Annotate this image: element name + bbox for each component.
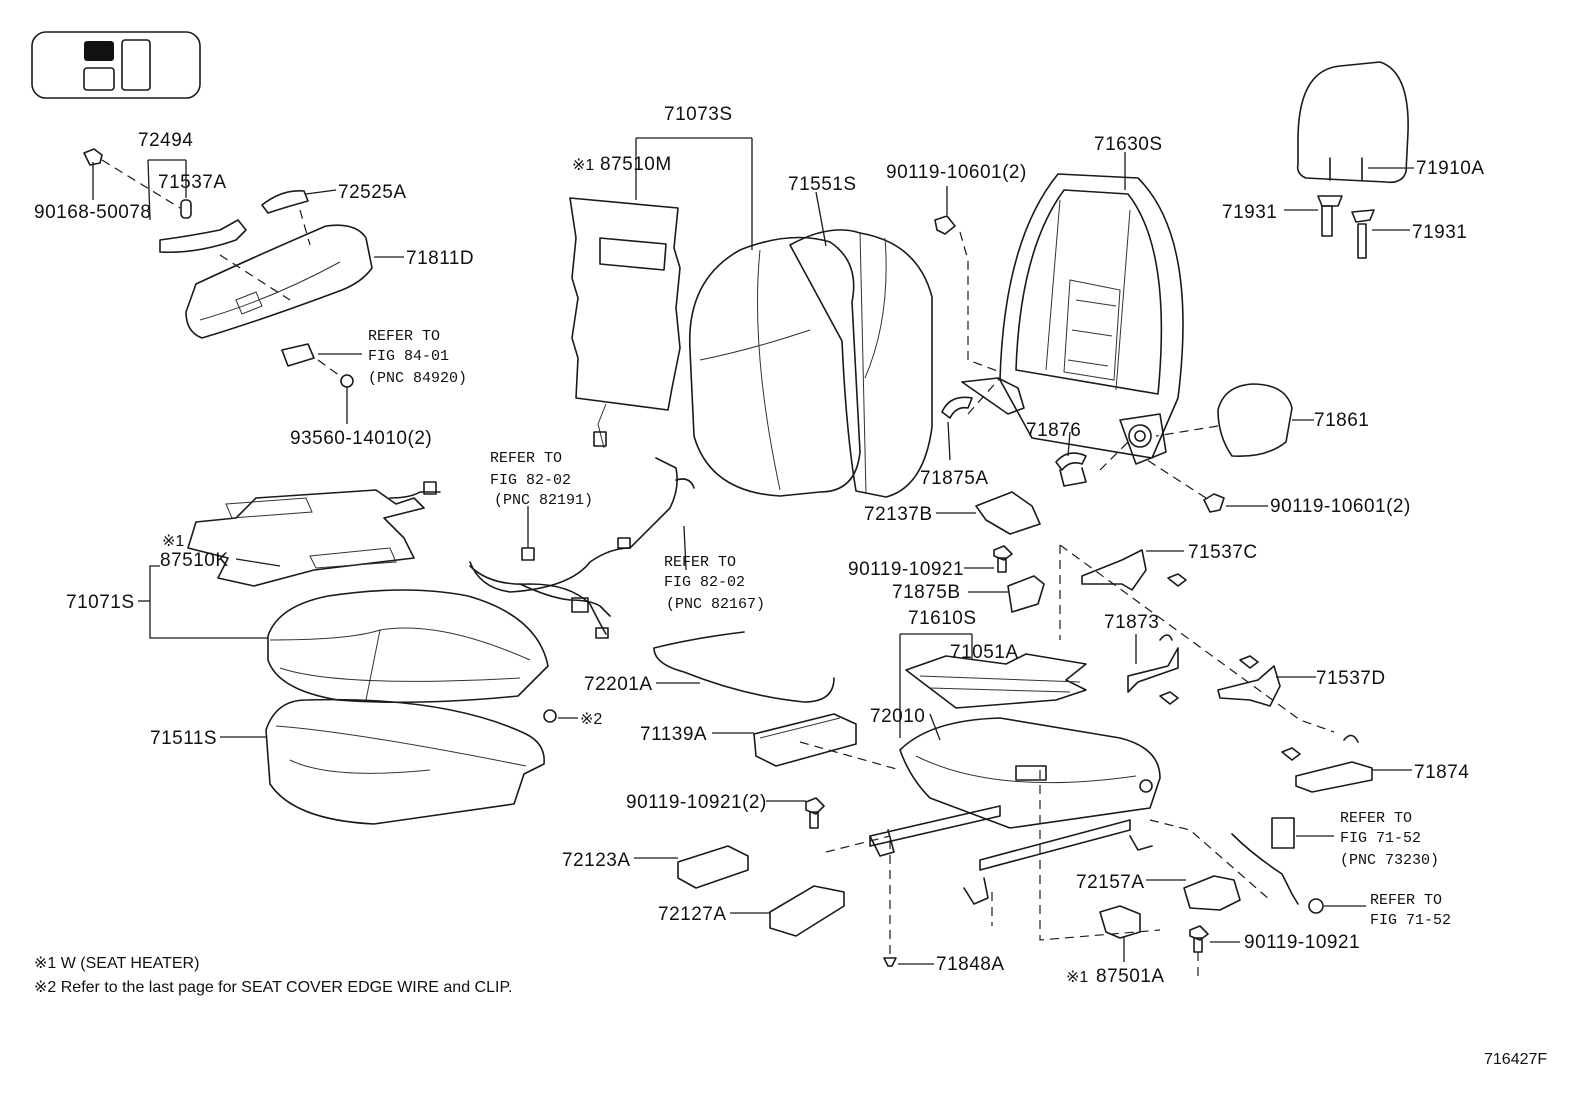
label-fig-71-52-a: FIG 71-52 bbox=[1340, 830, 1421, 847]
seat-frame-adjuster bbox=[825, 544, 1335, 956]
label-71537C: 71537C bbox=[1188, 542, 1258, 563]
label-refer-82-02-b: REFER TO bbox=[664, 554, 736, 571]
bracket-71537D bbox=[1217, 655, 1316, 707]
footnote-seat-heater: ※1 W (SEAT HEATER) bbox=[34, 955, 199, 972]
armrest-group bbox=[83, 148, 404, 424]
label-90119-10601-top: 90119-10601(2) bbox=[886, 162, 1027, 183]
label-72157A: 72157A bbox=[1076, 872, 1145, 893]
bracket-71537C bbox=[1081, 549, 1187, 591]
footnote-edge-wire: ※2 Refer to the last page for SEAT COVER… bbox=[34, 979, 513, 996]
label-72127A: 72127A bbox=[658, 904, 727, 925]
seatback-frame-71630S bbox=[934, 152, 1184, 487]
label-71876: 71876 bbox=[1026, 420, 1081, 441]
label-71875B: 71875B bbox=[892, 582, 961, 603]
label-71051A: 71051A bbox=[950, 642, 1019, 663]
label-72123A: 72123A bbox=[562, 850, 631, 871]
label-90119-10601-bottom: 90119-10601(2) bbox=[1270, 496, 1411, 517]
label-71537A: 71537A bbox=[158, 172, 227, 193]
label-71874: 71874 bbox=[1414, 762, 1469, 783]
label-pnc-84920: (PNC 84920) bbox=[368, 370, 467, 387]
bracket-72137B bbox=[936, 491, 1041, 535]
label-71931-right: 71931 bbox=[1412, 222, 1467, 243]
label-71551S: 71551S bbox=[788, 174, 857, 195]
cover-72157A bbox=[1146, 875, 1241, 911]
bolt-90119-10921 bbox=[964, 545, 1013, 573]
label-star1-87501A: ※1 bbox=[1066, 969, 1088, 986]
footnotes: ※1 W (SEAT HEATER) ※2 Refer to the last … bbox=[34, 955, 513, 996]
bolt-90119-10921-bottom bbox=[1189, 925, 1240, 976]
part-labels: 72494 71537A 90168-50078 72525A 71811D R… bbox=[34, 104, 1485, 987]
seat-cushion-pad-71511S bbox=[220, 698, 578, 825]
lever-71874 bbox=[1281, 734, 1412, 793]
label-pnc-73230: (PNC 73230) bbox=[1340, 852, 1439, 869]
label-90168-50078: 90168-50078 bbox=[34, 202, 152, 223]
seat-cushion-cover-71071S bbox=[138, 565, 549, 704]
figure-code: 716427F bbox=[1484, 1051, 1547, 1068]
label-fig-82-02-b: FIG 82-02 bbox=[664, 574, 745, 591]
cover-71875B bbox=[968, 575, 1045, 613]
label-71071S: 71071S bbox=[66, 592, 135, 613]
label-fig-71-52-b: FIG 71-52 bbox=[1370, 912, 1451, 929]
label-pnc-82167: (PNC 82167) bbox=[666, 596, 765, 613]
label-71875A: 71875A bbox=[920, 468, 989, 489]
label-refer-84-01: REFER TO bbox=[368, 328, 440, 345]
link-71873 bbox=[1127, 634, 1179, 705]
label-71811D: 71811D bbox=[406, 248, 474, 269]
label-72010: 72010 bbox=[870, 706, 925, 727]
label-72201A: 72201A bbox=[584, 674, 653, 695]
bolt-90119-10921-2 bbox=[766, 797, 825, 829]
label-star2: ※2 bbox=[580, 711, 602, 728]
label-refer-71-52-a: REFER TO bbox=[1340, 810, 1412, 827]
edge-wire-72201A bbox=[653, 631, 835, 703]
label-refer-71-52-b: REFER TO bbox=[1370, 892, 1442, 909]
cushion-heater-87510K bbox=[187, 481, 441, 587]
label-87510K: 87510K bbox=[160, 550, 229, 571]
label-71848A: 71848A bbox=[936, 954, 1005, 975]
label-pnc-82191: (PNC 82191) bbox=[494, 492, 593, 509]
label-fig-82-02-a: FIG 82-02 bbox=[490, 472, 571, 489]
cover-72127A bbox=[730, 885, 845, 937]
label-71610S: 71610S bbox=[908, 608, 977, 629]
label-71910A: 71910A bbox=[1416, 158, 1485, 179]
label-71861: 71861 bbox=[1314, 410, 1369, 431]
seatbelt-buckle bbox=[1231, 817, 1366, 914]
label-72525A: 72525A bbox=[338, 182, 407, 203]
label-72494: 72494 bbox=[138, 130, 193, 151]
label-87501A: 87501A bbox=[1096, 966, 1165, 987]
clip-71848A bbox=[883, 957, 934, 967]
label-star1-87510M: ※1 bbox=[572, 157, 594, 174]
label-87510M: 87510M bbox=[600, 154, 672, 175]
label-90119-10921-bottom: 90119-10921 bbox=[1244, 932, 1360, 953]
label-fig-84-01: FIG 84-01 bbox=[368, 348, 449, 365]
sensor-87501A bbox=[1099, 905, 1141, 962]
label-72137B: 72137B bbox=[864, 504, 933, 525]
cover-72123A bbox=[634, 845, 749, 889]
seat-position-icon bbox=[31, 31, 201, 99]
label-93560-14010: 93560-14010(2) bbox=[290, 428, 432, 449]
seatback-cover bbox=[688, 191, 933, 498]
label-90119-10921-mid: 90119-10921 bbox=[848, 559, 964, 580]
label-71537D: 71537D bbox=[1316, 668, 1386, 689]
headrest-group bbox=[1143, 61, 1414, 513]
label-71139A: 71139A bbox=[640, 724, 707, 745]
wire-harness bbox=[469, 457, 695, 639]
seatback-heater-87510M bbox=[569, 137, 753, 449]
part-71139A bbox=[712, 713, 901, 771]
label-71073S: 71073S bbox=[664, 104, 733, 125]
label-star1-87510K: ※1 bbox=[162, 533, 184, 550]
label-refer-82-02-a: REFER TO bbox=[490, 450, 562, 467]
label-90119-10921-2: 90119-10921(2) bbox=[626, 792, 767, 813]
label-71873: 71873 bbox=[1104, 612, 1159, 633]
label-71511S: 71511S bbox=[150, 728, 217, 749]
label-71931-left: 71931 bbox=[1222, 202, 1277, 223]
label-71630S: 71630S bbox=[1094, 134, 1163, 155]
